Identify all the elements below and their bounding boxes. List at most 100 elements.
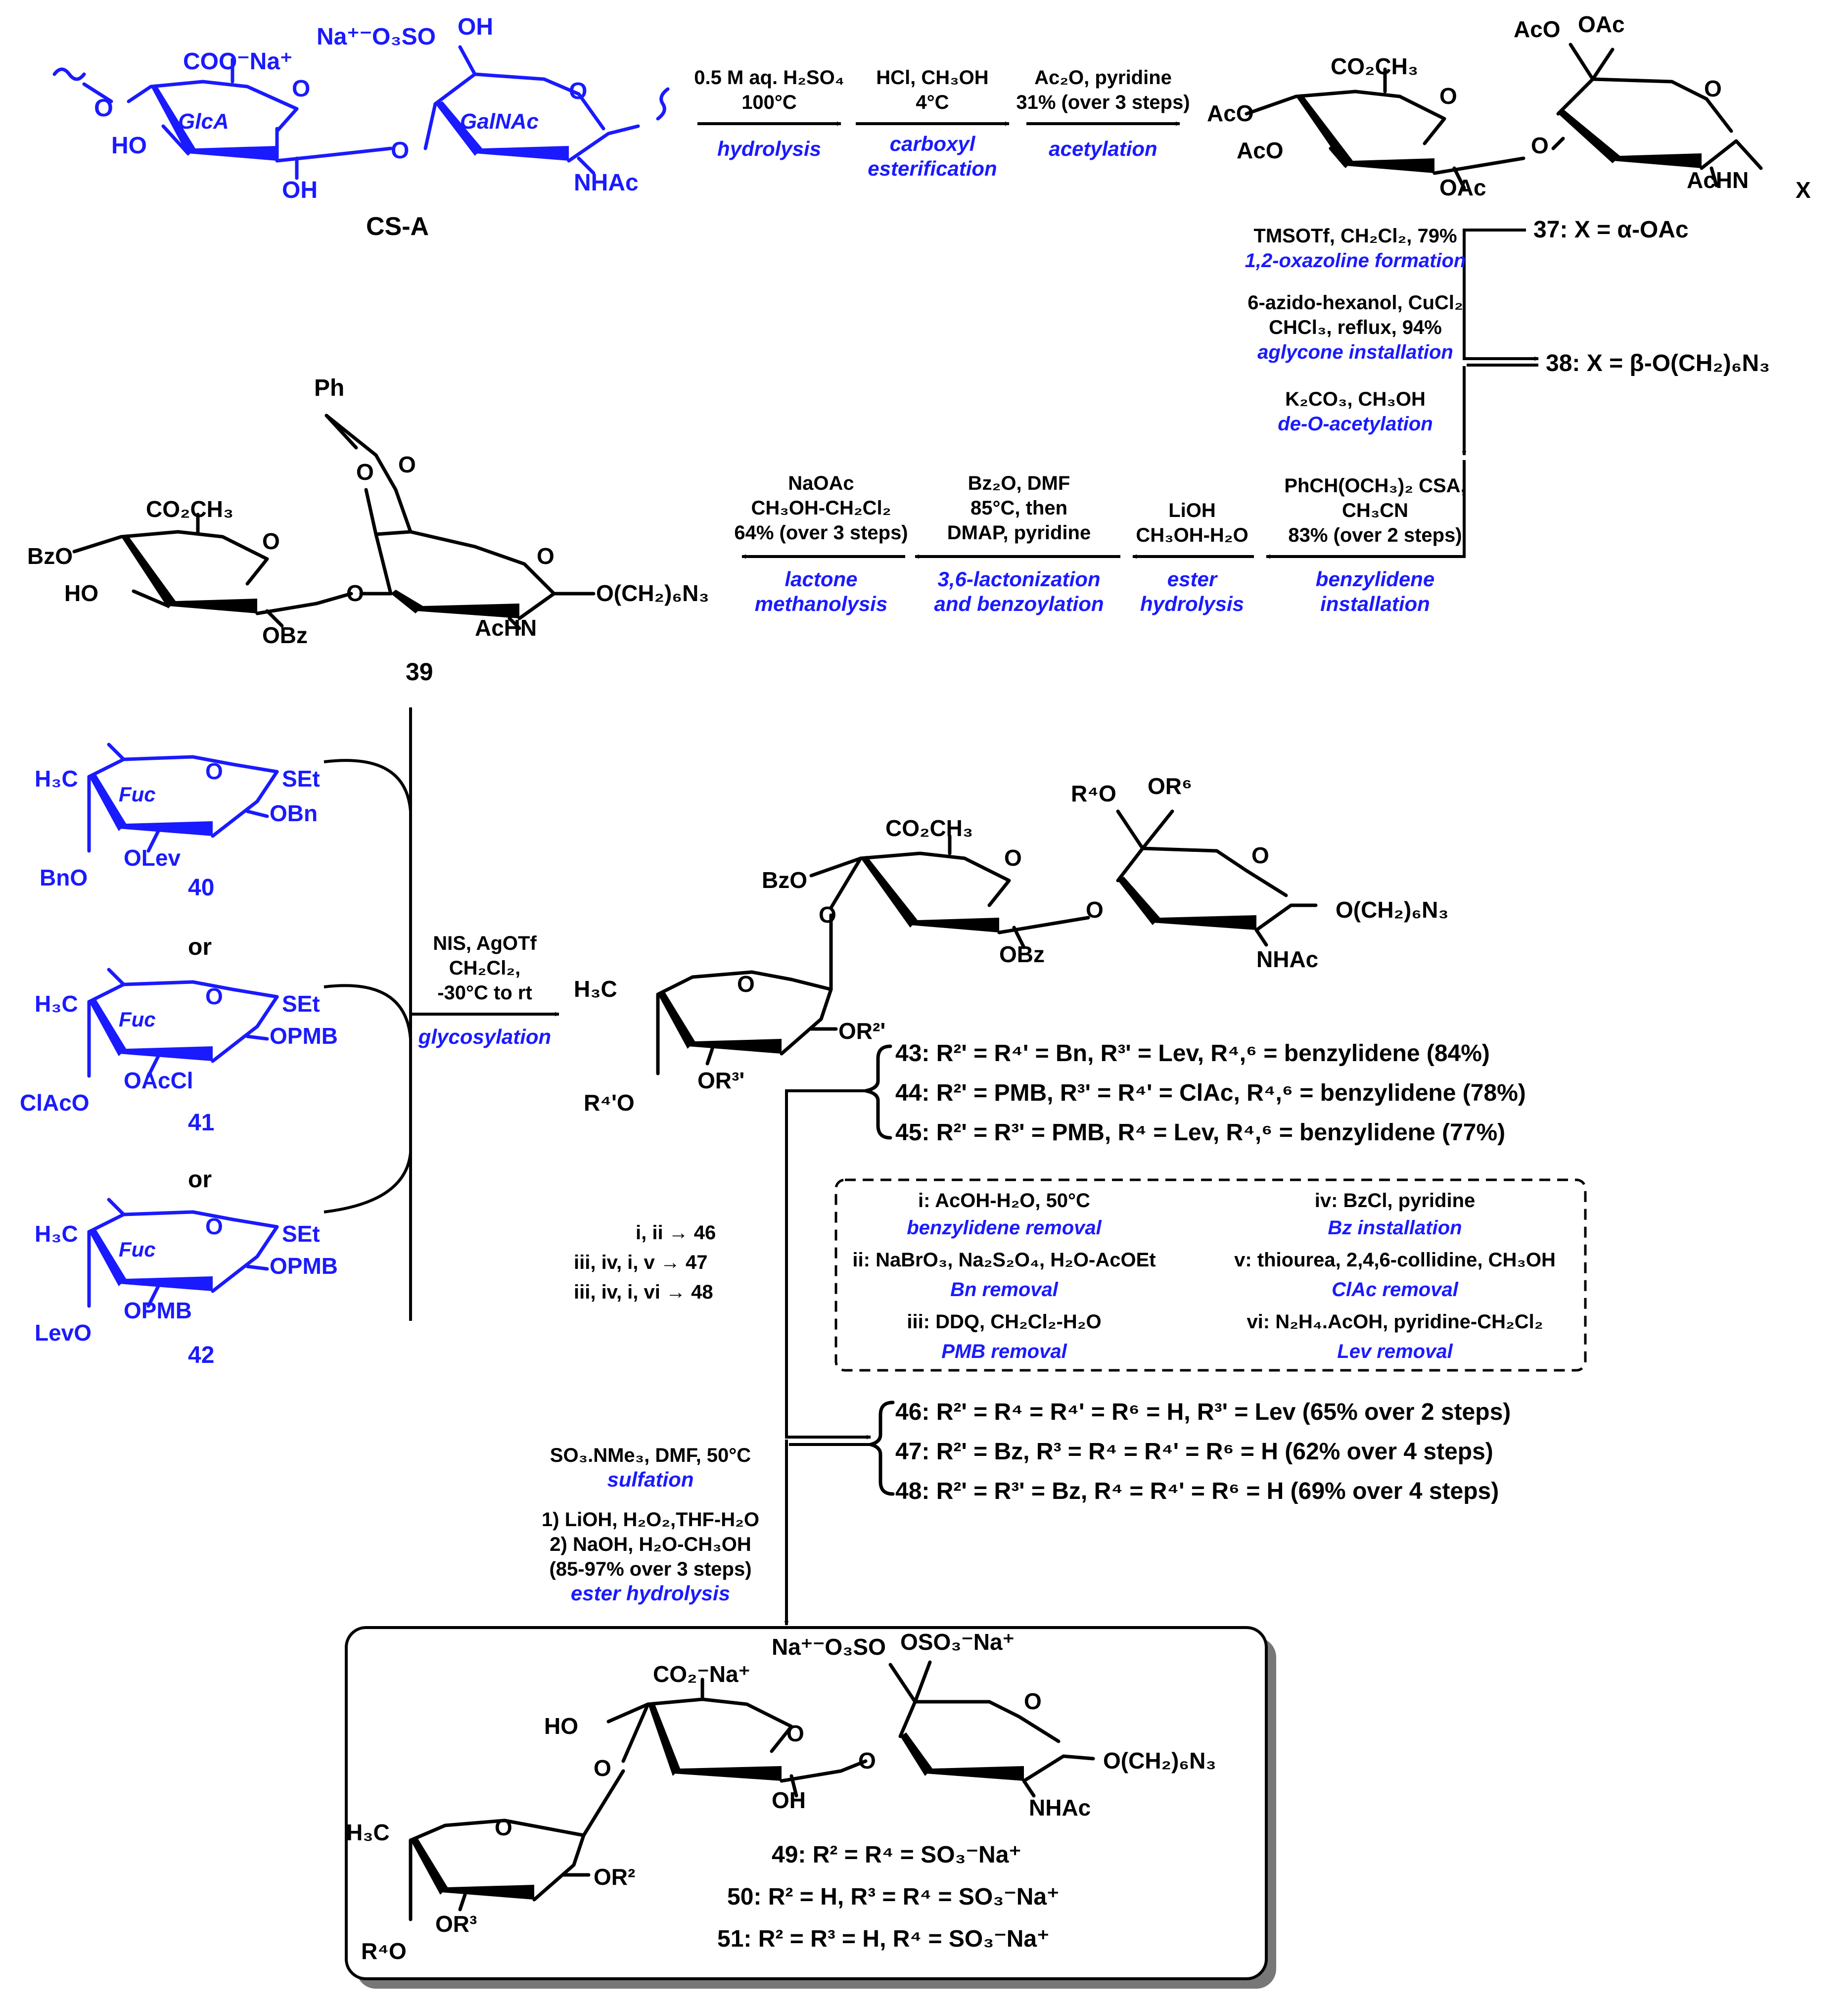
methanolysis-label-2: methanolysis bbox=[755, 592, 887, 615]
cpd37-oac-2: OAc bbox=[1578, 11, 1625, 37]
tri-r4po: R⁴'O bbox=[584, 1090, 635, 1116]
final-co2na: CO₂⁻Na⁺ bbox=[653, 1661, 750, 1687]
cpd37-oac-1: OAc bbox=[1439, 175, 1486, 200]
cpd37-glyco-o: O bbox=[1531, 133, 1549, 158]
oxazoline-cond: TMSOTf, CH₂Cl₂, 79% bbox=[1253, 225, 1457, 247]
final-glyco-o: O bbox=[858, 1748, 876, 1773]
sulfation-cond: SO₃.NMe₃, DMF, 50°C bbox=[550, 1445, 751, 1466]
cpd37-x: X bbox=[1796, 177, 1811, 203]
galnac-label: GalNAc bbox=[460, 109, 539, 134]
donor-40-curve bbox=[323, 759, 412, 812]
aglycone-cond-1: 6-azido-hexanol, CuCl₂ bbox=[1247, 292, 1463, 314]
sulfation-label: sulfation bbox=[607, 1468, 694, 1491]
cpd39-obz: OBz bbox=[262, 622, 308, 648]
cpd39-ring-o-2: O bbox=[537, 543, 554, 569]
cs-a-ring-o-2: O bbox=[569, 78, 587, 104]
tri-ring-o-1: O bbox=[1004, 845, 1022, 871]
hydrolysis-cond-2: 100°C bbox=[741, 92, 797, 113]
legend-ii-cond: ii: NaBrO₃, Na₂S₂O₄, H₂O-AcOEt bbox=[852, 1249, 1155, 1271]
hydrolysis-label: hydrolysis bbox=[717, 137, 821, 160]
tri-glyco-o: O bbox=[1086, 897, 1104, 923]
cpd39-achn: AcHN bbox=[475, 615, 537, 641]
tri-link-o: O bbox=[819, 902, 836, 928]
cpd37-ring-o-1: O bbox=[1439, 83, 1457, 109]
tri-or3p: OR³' bbox=[697, 1068, 744, 1093]
lactonization-label-2: and benzoylation bbox=[934, 592, 1104, 615]
benzylidene-label-2: installation bbox=[1320, 592, 1430, 615]
cpd37-co2ch3: CO₂CH₃ bbox=[1331, 53, 1418, 79]
brace-43-45 bbox=[864, 1044, 892, 1140]
donor-40-set: SEt bbox=[282, 766, 320, 792]
aglycone-cond-2: CHCl₃, reflux, 94% bbox=[1269, 317, 1442, 338]
reagent-legend-box bbox=[834, 1178, 1587, 1372]
methanolysis-label-1: lactone bbox=[785, 567, 857, 591]
route-47: iii, iv, i, v → 47 bbox=[574, 1252, 708, 1273]
acetylation-cond-1: Ac₂O, pyridine bbox=[1034, 67, 1172, 89]
final-structure bbox=[409, 1660, 1095, 1921]
legend-iii-label: PMB removal bbox=[941, 1341, 1067, 1362]
tri-obz: OBz bbox=[999, 941, 1045, 967]
glycosylation-label: glycosylation bbox=[418, 1025, 551, 1048]
final-ho: HO bbox=[544, 1713, 578, 1739]
product-45: 45: R²' = R³' = PMB, R⁴ = Lev, R⁴,⁶ = be… bbox=[895, 1119, 1505, 1146]
lactonization-label-1: 3,6-lactonization bbox=[937, 567, 1100, 591]
cpd39-ring-o-1: O bbox=[262, 528, 280, 554]
donor-40-r3: OLev bbox=[124, 845, 181, 871]
benzylidene-label-1: benzylidene bbox=[1316, 567, 1434, 591]
final-or2: OR² bbox=[594, 1864, 635, 1890]
cpd37-ring-o-2: O bbox=[1704, 76, 1722, 101]
donor-42-fuc: Fuc bbox=[119, 1238, 156, 1261]
deacetylation-cond: K₂CO₃, CH₃OH bbox=[1285, 388, 1426, 410]
legend-iv-label: Bz installation bbox=[1328, 1217, 1462, 1239]
lioh-cond-1: LiOH bbox=[1168, 500, 1216, 521]
product-43: 43: R²' = R⁴' = Bn, R³' = Lev, R⁴,⁶ = be… bbox=[895, 1040, 1490, 1067]
tri-r4o: R⁴O bbox=[1071, 781, 1116, 806]
product-51: 51: R² = R³ = H, R⁴ = SO₃⁻Na⁺ bbox=[717, 1926, 1049, 1952]
donor-41-curve bbox=[323, 984, 412, 1039]
final-oh: OH bbox=[772, 1787, 806, 1813]
cpd39-ho: HO bbox=[64, 580, 98, 606]
final-aglycone: O(CH₂)₆N₃ bbox=[1103, 1748, 1216, 1773]
final-or3: OR³ bbox=[435, 1911, 477, 1937]
final-ring-o-2: O bbox=[1024, 1688, 1042, 1714]
donor-41-r3: OAcCl bbox=[124, 1068, 193, 1093]
compound-37-def: 37: X = α-OAc bbox=[1533, 217, 1689, 243]
compound-39-structure bbox=[72, 414, 596, 630]
legend-v-cond: v: thiourea, 2,4,6-collidine, CH₃OH bbox=[1234, 1249, 1556, 1271]
cpd39-co2ch3: CO₂CH₃ bbox=[146, 496, 233, 522]
bz2o-cond-3: DMAP, pyridine bbox=[947, 522, 1091, 544]
or-2: or bbox=[188, 1166, 212, 1193]
donor-41-ring-o: O bbox=[205, 983, 223, 1009]
acetylation-label: acetylation bbox=[1049, 137, 1157, 160]
product-50: 50: R² = H, R³ = R⁴ = SO₃⁻Na⁺ bbox=[727, 1884, 1059, 1910]
final-link-o: O bbox=[594, 1755, 611, 1781]
tri-fuc-ring-o: O bbox=[737, 971, 755, 997]
final-sulfate-6: OSO₃⁻Na⁺ bbox=[900, 1629, 1015, 1655]
donor-42-set: SEt bbox=[282, 1221, 320, 1247]
route-46: i, ii → 46 bbox=[636, 1222, 716, 1244]
benzylidene-arrow bbox=[1266, 460, 1466, 559]
step2-arrow bbox=[1463, 229, 1539, 361]
donor-42-ring-o: O bbox=[205, 1213, 223, 1239]
donor-41-set: SEt bbox=[282, 991, 320, 1017]
cs-a-sulfate: Na⁺⁻O₃SO bbox=[317, 24, 436, 50]
cs-a-nhac: NHAc bbox=[574, 170, 639, 196]
hydrolysis-cond-1: 0.5 M aq. H₂SO₄ bbox=[694, 67, 844, 89]
cs-a-oh-bottom: OH bbox=[282, 177, 318, 203]
cpd37-achn: AcHN bbox=[1687, 167, 1749, 193]
tri-ring-o-2: O bbox=[1251, 842, 1269, 868]
final-hydrolysis-cond-3: (85-97% over 3 steps) bbox=[549, 1558, 751, 1580]
benzylidene-cond-1: PhCH(OCH₃)₂ CSA, bbox=[1284, 475, 1466, 497]
or-1: or bbox=[188, 934, 212, 960]
donor-40-fuc: Fuc bbox=[119, 783, 156, 806]
oxazoline-label: 1,2-oxazoline formation bbox=[1245, 250, 1466, 272]
route-48: iii, iv, i, vi → 48 bbox=[574, 1281, 713, 1303]
legend-iv-cond: iv: BzCl, pyridine bbox=[1315, 1190, 1476, 1212]
naoac-cond-1: NaOAc bbox=[788, 472, 854, 494]
legend-vi-label: Lev removal bbox=[1337, 1341, 1453, 1362]
legend-iii-cond: iii: DDQ, CH₂Cl₂-H₂O bbox=[907, 1311, 1101, 1333]
product-47: 47: R²' = Bz, R³ = R⁴ = R⁴' = R⁶ = H (62… bbox=[895, 1439, 1493, 1465]
benzylidene-cond-2: CH₃CN bbox=[1342, 500, 1408, 521]
donor-42-number: 42 bbox=[188, 1342, 214, 1368]
